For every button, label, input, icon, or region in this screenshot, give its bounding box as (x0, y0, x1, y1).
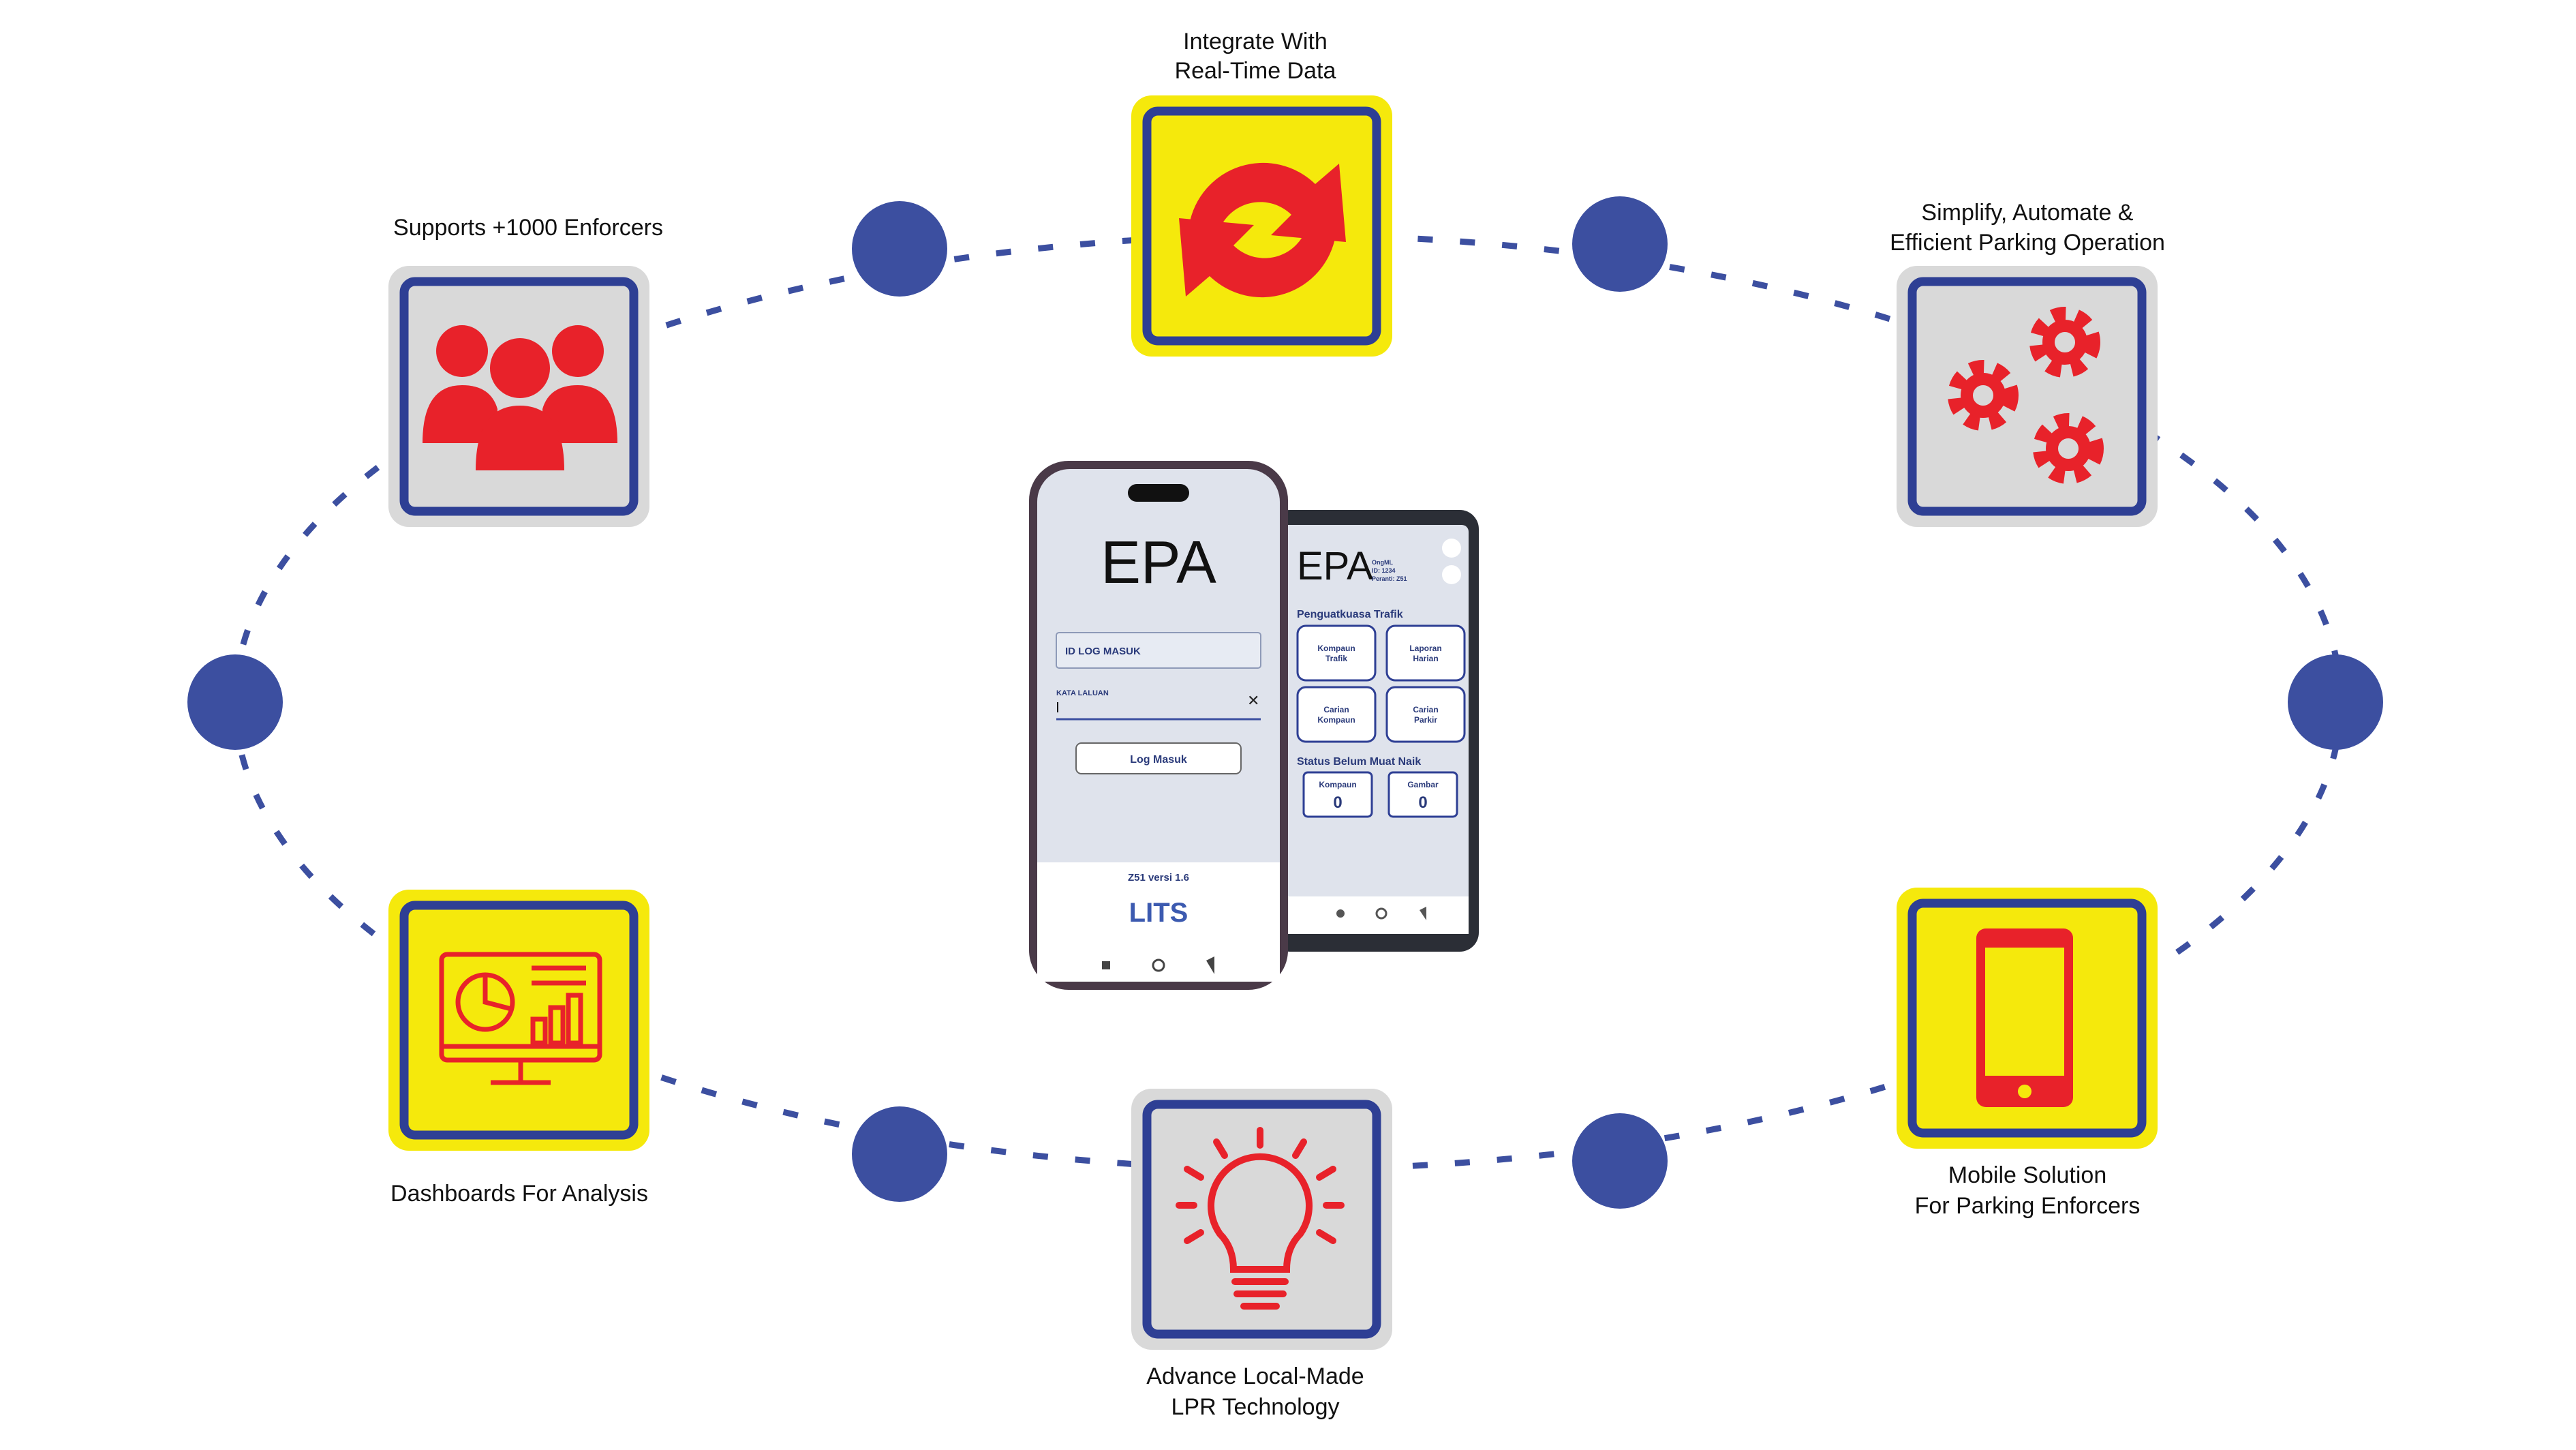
menu-user-name: OngML (1372, 559, 1393, 566)
lits-logo: LITS (1129, 898, 1189, 928)
node-dot (852, 1106, 947, 1202)
clear-icon[interactable]: ✕ (1247, 692, 1259, 709)
feature-tile-mobile (1897, 888, 2158, 1149)
button-label: Kompaun (1317, 715, 1355, 725)
button-label: Parkir (1414, 715, 1437, 725)
phone-login: EPA ID LOG MASUK KATA LALUAN ✕ Log Masuk… (1029, 461, 1288, 990)
mobile-label-line2: For Parking Enforcers (1915, 1193, 2141, 1219)
status-label: Gambar (1407, 780, 1439, 789)
phone-menu: EPA OngML ID: 1234 Peranti: Z51 Penguatk… (1271, 510, 1479, 952)
menu-button-kompaun-trafik[interactable]: Kompaun Trafik (1296, 624, 1377, 682)
login-password-field[interactable]: KATA LALUAN ✕ (1056, 689, 1261, 721)
settings-icon[interactable] (1442, 565, 1461, 584)
smartphone-icon (1976, 928, 2073, 1107)
button-label: Laporan (1409, 644, 1441, 653)
realtime-label-line2: Real-Time Data (1175, 58, 1336, 84)
node-dot (2288, 654, 2383, 750)
password-field-label: KATA LALUAN (1056, 689, 1109, 697)
login-id-field[interactable]: ID LOG MASUK (1056, 632, 1261, 669)
feature-tile-enforcers (388, 266, 649, 527)
button-label: Kompaun (1317, 644, 1355, 653)
automate-label-line1: Simplify, Automate & (1921, 200, 2133, 226)
node-dot (187, 654, 283, 750)
mobile-label-line1: Mobile Solution (1948, 1162, 2106, 1188)
lpr-label-line2: LPR Technology (1171, 1394, 1340, 1420)
login-version: Z51 versi 1.6 (1128, 872, 1189, 883)
feature-tile-lpr (1131, 1089, 1392, 1350)
enforcers-label: Supports +1000 Enforcers (393, 215, 663, 241)
status-kompaun: Kompaun 0 (1302, 771, 1373, 818)
dashboards-label: Dashboards For Analysis (390, 1181, 648, 1207)
automate-label-line2: Efficient Parking Operation (1890, 230, 2165, 256)
menu-section-traffic: Penguatkuasa Trafik (1297, 609, 1403, 620)
feature-tile-automate (1897, 266, 2158, 527)
lightbulb-icon (1176, 1127, 1345, 1310)
login-button-label: Log Masuk (1130, 754, 1187, 766)
menu-button-laporan-harian[interactable]: Laporan Harian (1385, 624, 1466, 682)
users-group-icon (423, 325, 617, 470)
button-label: Trafik (1325, 654, 1347, 663)
button-label: Carian (1413, 705, 1438, 714)
node-dot (1572, 196, 1668, 292)
sync-arrows-icon (1179, 162, 1346, 298)
lock-icon[interactable] (1442, 539, 1461, 558)
gears-icon (1948, 307, 2104, 484)
login-button[interactable]: Log Masuk (1075, 742, 1242, 774)
login-app-title: EPA (1101, 528, 1216, 596)
status-value: 0 (1333, 794, 1342, 812)
menu-user-device: Peranti: Z51 (1372, 575, 1407, 582)
feature-tile-dashboards (388, 890, 649, 1151)
menu-button-carian-parkir[interactable]: Carian Parkir (1385, 686, 1466, 743)
menu-app-title: EPA (1297, 544, 1373, 588)
menu-user-id: ID: 1234 (1372, 567, 1396, 574)
button-label: Carian (1323, 705, 1349, 714)
node-dot (852, 201, 947, 297)
node-dot (1572, 1113, 1668, 1209)
id-field-label: ID LOG MASUK (1065, 646, 1141, 657)
realtime-label-line1: Integrate With (1183, 29, 1328, 55)
dashboard-monitor-icon (439, 952, 602, 1085)
status-label: Kompaun (1319, 780, 1356, 789)
status-value: 0 (1418, 794, 1427, 812)
status-gambar: Gambar 0 (1387, 771, 1458, 818)
menu-button-carian-kompaun[interactable]: Carian Kompaun (1296, 686, 1377, 743)
button-label: Harian (1413, 654, 1438, 663)
lpr-label-line1: Advance Local-Made (1146, 1363, 1364, 1389)
menu-section-status: Status Belum Muat Naik (1297, 756, 1421, 768)
feature-tile-realtime (1131, 95, 1392, 357)
